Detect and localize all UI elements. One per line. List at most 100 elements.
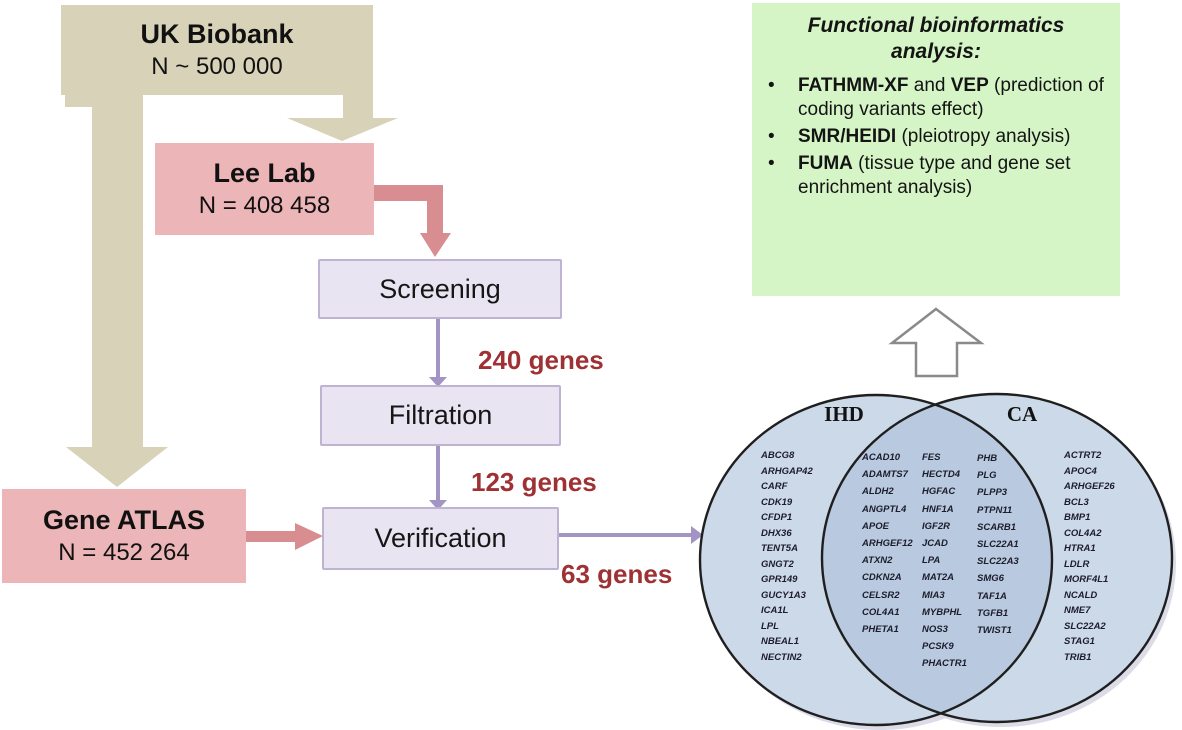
bullet-dot (764, 152, 798, 200)
functional-analysis-box: Functional bioinformatics analysis: FATH… (752, 3, 1120, 296)
gene-item: TWIST1 (977, 624, 1012, 636)
gene-item: FES (922, 452, 941, 463)
gene-item: APOC4 (1064, 465, 1097, 477)
screening-label: Screening (379, 273, 501, 304)
filtration-label: Filtration (388, 400, 493, 430)
pink-arrows (243, 185, 451, 550)
gene-item: PLPP3 (977, 487, 1008, 499)
venn-right-label: CA (1006, 402, 1038, 426)
gene-item: COL4A2 (1064, 527, 1102, 539)
gene-item: SLC22A2 (1064, 620, 1106, 632)
gene-item: LPL (761, 620, 779, 632)
lee-lab-n: N = 408 458 (198, 191, 331, 219)
gene-item: TAF1A (977, 590, 1007, 602)
up-arrow-icon (888, 307, 985, 378)
gene-item: MAT2A (922, 572, 955, 584)
gene-item: MYBPHL (922, 606, 963, 618)
gene-item: PLG (977, 470, 997, 482)
gene-item: JCAD (922, 537, 948, 549)
gene-item: HTRA1 (1064, 543, 1096, 554)
gene-item: CELSR2 (862, 589, 900, 601)
filtration-box: Filtration (320, 385, 561, 446)
purple-arrows (429, 316, 703, 544)
gene-item: NBEAL1 (761, 636, 800, 647)
count-63-genes: 63 genes (561, 559, 673, 589)
tan-arrow-right-shaft (343, 93, 373, 119)
gene-item: HECTD4 (922, 469, 961, 481)
analysis-bullet-2: SMR/HEIDI (pleiotropy analysis) (764, 125, 1108, 149)
leelab-to-screening-arrow (374, 185, 443, 233)
gene-item: SMG6 (977, 573, 1004, 585)
analysis-title: Functional bioinformatics analysis: (807, 14, 1065, 64)
gene-item: ACAD10 (862, 452, 901, 463)
lee-lab-box: Lee Lab N = 408 458 (155, 143, 374, 235)
venn-circles (698, 392, 1176, 730)
gene-item: COL4A1 (862, 606, 900, 618)
gene-item: ADAMTS7 (862, 469, 908, 481)
venn-left-outline (698, 393, 1054, 727)
count-240-genes: 240 genes (478, 345, 604, 375)
analysis-bullet-1: FATHMM-XF and VEP (prediction of coding … (764, 74, 1108, 122)
tan-arrow-right-head (287, 118, 398, 141)
gene-item: SCARB1 (977, 521, 1017, 533)
gene-item: CFDP1 (761, 512, 793, 523)
uk-biobank-n: N ~ 500 000 (151, 52, 283, 80)
gene-atlas-title: Gene ATLAS (42, 505, 205, 536)
gene-item: ARHGEF26 (1064, 481, 1115, 492)
verification-to-venn-head (691, 526, 703, 544)
gene-item: MORF4L1 (1064, 574, 1109, 585)
gene-item: NCALD (1064, 589, 1098, 601)
gene-item: LPA (922, 555, 941, 567)
screening-box: Screening (318, 259, 562, 319)
gene-item: ARHGEF12 (862, 537, 913, 549)
gene-item: TRIB1 (1064, 651, 1092, 663)
geneatlas-arrow-head (295, 523, 323, 550)
analysis-bullet-3: FUMA (tissue type and gene set enrichmen… (764, 152, 1108, 200)
gene-item: BMP1 (1064, 512, 1091, 523)
verification-label: Verification (374, 523, 507, 553)
gene-atlas-box: Gene ATLAS N = 452 264 (2, 489, 246, 583)
gene-item: CDKN2A (862, 572, 902, 584)
venn-left-label: IHD (824, 402, 864, 426)
gene-item: PHB (977, 453, 998, 464)
leelab-arrow-head (420, 233, 451, 257)
gene-item: NECTIN2 (761, 651, 802, 663)
gene-item: ICA1L (761, 605, 789, 616)
gene-item: ATXN2 (862, 555, 893, 567)
tool-name: VEP (950, 74, 989, 96)
tan-arrow-left-shaft (92, 93, 143, 448)
gene-item: SLC22A3 (977, 556, 1019, 568)
gene-item: APOE (862, 520, 889, 532)
screening-to-filtration-head (429, 377, 447, 387)
count-123-genes: 123 genes (471, 467, 597, 497)
bullet-dot (764, 74, 798, 122)
gene-item: PHETA1 (862, 623, 899, 635)
gene-item: SLC22A1 (977, 538, 1019, 550)
venn-overlap-region (822, 395, 1052, 722)
gene-item: DHX36 (761, 527, 792, 539)
gene-item: ALDH2 (862, 486, 894, 498)
filtration-to-verification-line (436, 443, 440, 501)
gene-item: PCSK9 (922, 641, 954, 653)
gene-item: TGFB1 (977, 607, 1009, 619)
verification-to-venn-line (556, 533, 692, 537)
gene-item: GUCY1A3 (761, 589, 806, 601)
lee-lab-title: Lee Lab (213, 158, 316, 189)
tool-name: SMR/HEIDI (798, 125, 897, 147)
gene-item: PTPN11 (977, 504, 1013, 516)
tan-arrow-left-head (66, 447, 168, 487)
gene-item: ACTRT2 (1064, 450, 1102, 461)
screening-to-filtration-line (436, 316, 440, 378)
gene-item: HNF1A (922, 503, 954, 515)
gene-item: LDLR (1064, 558, 1090, 570)
filtration-to-verification-head (429, 500, 447, 510)
uk-biobank-box: UK Biobank N ~ 500 000 (61, 5, 373, 95)
gene-item: PHACTR1 (922, 658, 967, 670)
gene-item: ABCG8 (761, 450, 795, 461)
